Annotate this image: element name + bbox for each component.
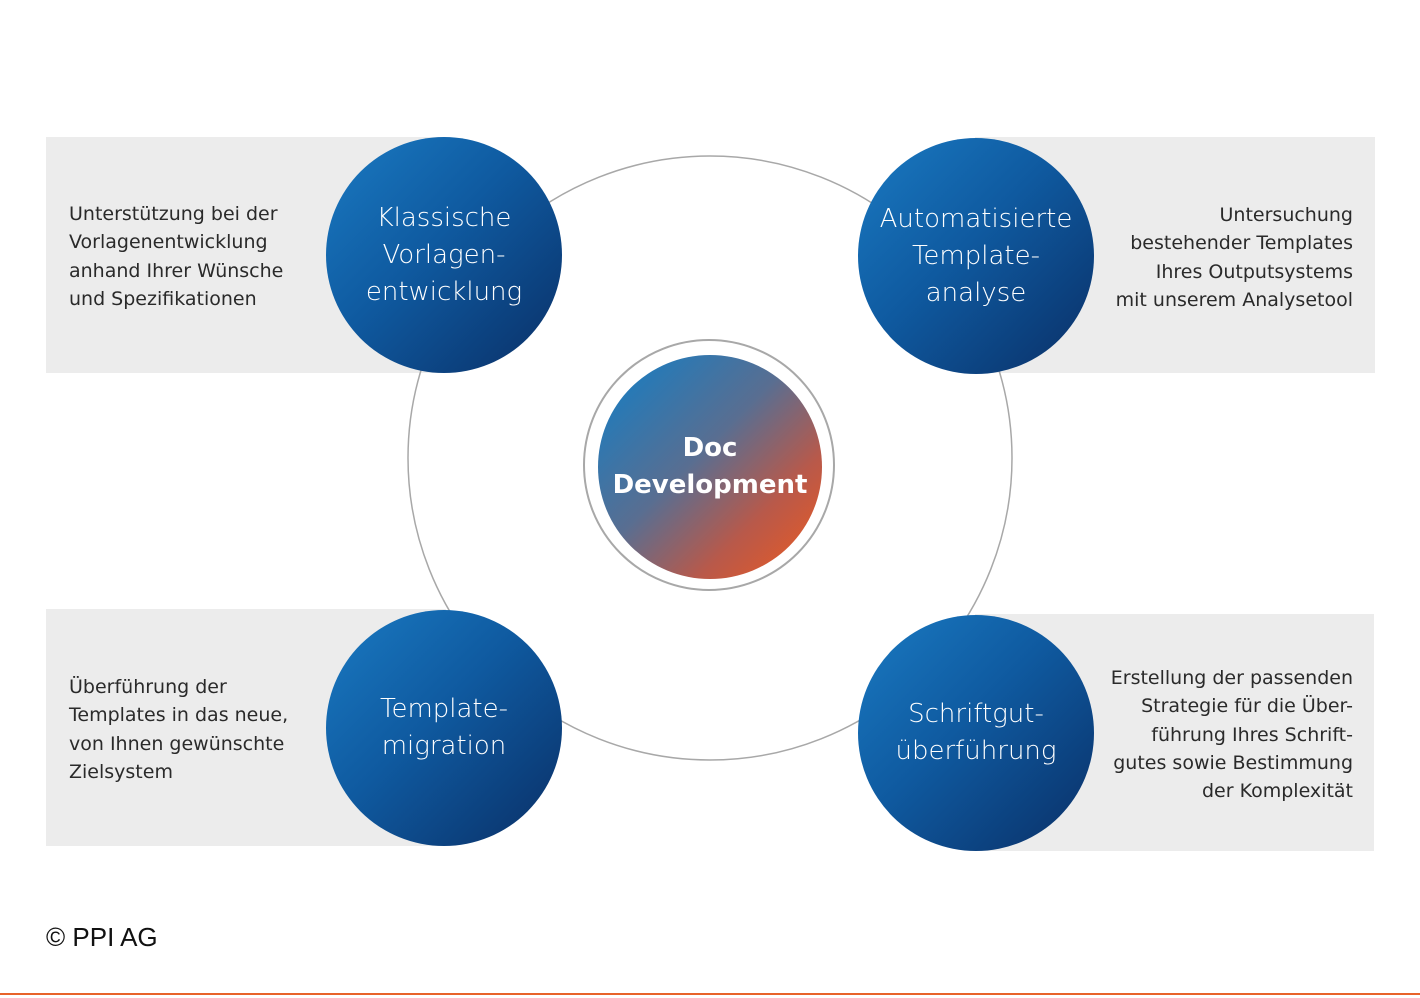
center-node-doc-development: Doc Development <box>598 355 822 579</box>
bottom-accent-line <box>0 993 1420 995</box>
description-top-right: Untersuchung bestehender Templates Ihres… <box>1115 204 1353 311</box>
description-bottom-right: Erstellung der passenden Strategie für d… <box>1110 667 1353 803</box>
node-label: Schriftgut- überführung <box>895 699 1057 766</box>
node-label: Template- migration <box>379 694 509 761</box>
outer-ring <box>407 155 1013 761</box>
description-top-left: Unterstützung bei der Vorlagenentwicklun… <box>69 203 284 310</box>
node-automatisierte-templateanalyse: Automatisierte Template- analyse <box>858 138 1094 374</box>
node-klassische-vorlagenentwicklung: Klassische Vorlagen- entwicklung <box>326 137 562 373</box>
node-schriftgutueberfuehrung: Schriftgut- überführung <box>858 615 1094 851</box>
description-bottom-left: Überführung der Templates in das neue, v… <box>69 676 289 783</box>
center-label: Doc Development <box>612 433 808 500</box>
copyright-text: © PPI AG <box>46 922 158 952</box>
node-label: Klassische Vorlagen- entwicklung <box>365 202 523 307</box>
node-label: Automatisierte Template- analyse <box>879 203 1073 308</box>
node-templatemigration: Template- migration <box>326 610 562 846</box>
